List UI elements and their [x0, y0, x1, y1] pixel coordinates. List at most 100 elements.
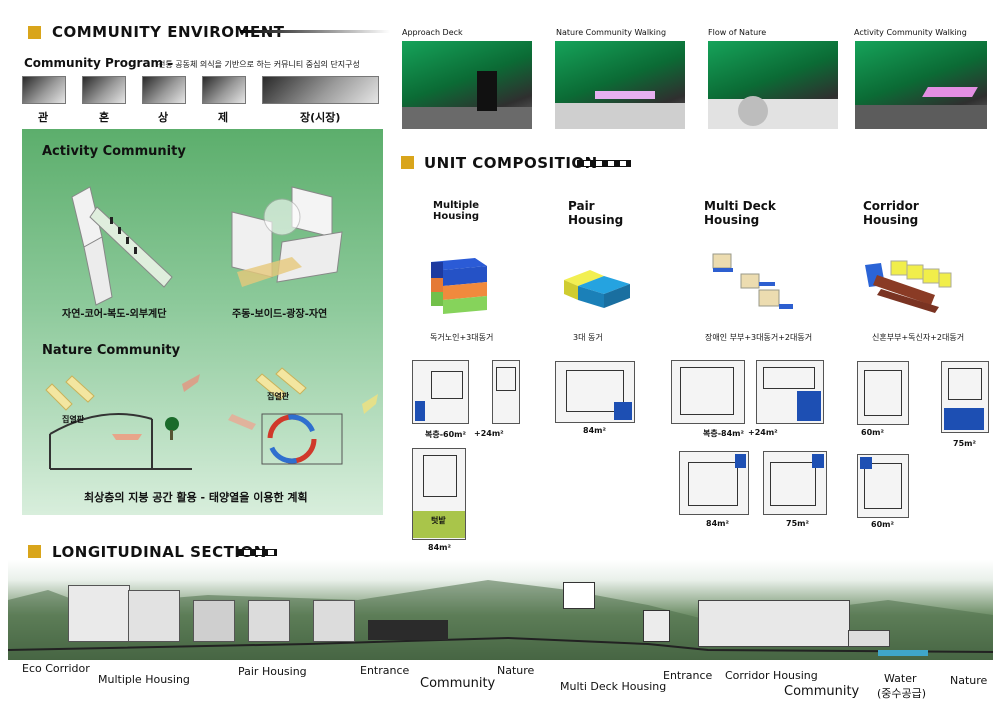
unit-caption: 3대 동거 — [573, 333, 603, 342]
multi-deck-building — [643, 610, 670, 642]
unit-area: 75m² — [786, 519, 809, 528]
section-label: (중수공급) — [877, 687, 927, 700]
unit-type-name: Corridor Housing — [863, 199, 919, 227]
entrance-structure — [368, 620, 448, 640]
unit-caption: 독거노인+3대동거 — [430, 333, 494, 342]
activity-left-caption: 자연-코어-복도-외부계단 — [62, 309, 167, 320]
longitudinal-section-title: LONGITUDINAL SECTION — [52, 543, 267, 561]
unit-area: 60m² — [871, 520, 894, 529]
section-label: Nature — [950, 674, 988, 687]
program-title: Community Program – — [24, 56, 174, 70]
activity-walking-render — [855, 41, 987, 129]
community-diagram-panel: Activity Community 자연-코어-복도-외부계단 주동-보이드-… — [22, 129, 383, 515]
floor-plan — [857, 361, 909, 425]
flow-of-nature-render — [708, 41, 838, 129]
pair-housing-building — [248, 600, 290, 642]
section-label: Multiple Housing — [98, 673, 190, 686]
photo-label: 장(시장) — [300, 111, 341, 124]
pair-housing-building — [313, 600, 355, 642]
corridor-housing-building — [698, 600, 850, 647]
section-label: Community — [784, 684, 860, 699]
ritual-photo-3 — [142, 76, 186, 104]
photo-label: 혼 — [99, 111, 110, 124]
photo-label: 제 — [218, 111, 229, 124]
view-label: Flow of Nature — [708, 28, 767, 37]
unit-area: +24m² — [474, 429, 504, 438]
unit-type-name: Pair Housing — [568, 199, 624, 227]
multiple-housing-building — [128, 590, 180, 642]
activity-right-caption: 주동-보이드-광장-자연 — [232, 309, 328, 320]
ritual-photo-2 — [82, 76, 126, 104]
unit-type-name: Multiple Housing — [433, 200, 480, 222]
nature-walking-render — [555, 41, 685, 129]
water-channel — [878, 650, 928, 656]
floor-plan — [555, 361, 635, 423]
community-building — [848, 630, 890, 647]
view-label: Nature Community Walking — [556, 28, 667, 37]
unit-area: 84m² — [428, 543, 451, 552]
community-environment-title: COMMUNITY ENVIROMENT — [52, 23, 285, 41]
unit-type-name: Multi Deck Housing — [704, 199, 776, 227]
multiple-housing-building — [68, 585, 130, 642]
multi-deck-block — [712, 253, 793, 309]
program-description: 전통 공동체 의식을 기반으로 하는 커뮤니티 중심의 단지구성 — [158, 60, 360, 69]
ritual-photo-4 — [202, 76, 246, 104]
floor-plan — [763, 451, 827, 515]
collector-label-right: 집열판 — [267, 392, 290, 401]
nature-diagram-right — [228, 367, 378, 465]
ritual-photo-1 — [22, 76, 66, 104]
floor-plan — [941, 361, 989, 433]
floor-plan — [412, 360, 469, 424]
section-label: Entrance — [663, 669, 713, 682]
section-label: Corridor Housing — [725, 669, 818, 682]
section-label: Eco Corridor — [22, 662, 90, 675]
section-marker-icon — [401, 156, 414, 169]
yard-label: 텃밭 — [431, 516, 446, 525]
section-label: Water — [884, 672, 917, 685]
corridor-housing-block — [865, 260, 952, 313]
nature-community-title: Nature Community — [42, 343, 181, 358]
unit-area: 84m² — [706, 519, 729, 528]
pair-housing-block — [564, 270, 630, 308]
unit-area: 75m² — [953, 439, 976, 448]
collector-label-left: 집열판 — [62, 415, 85, 424]
multiple-housing-block — [431, 258, 487, 314]
unit-area: 복층-84m² — [703, 429, 745, 438]
section-marker-icon — [28, 545, 41, 558]
section-label: Entrance — [360, 664, 410, 677]
section-label: Nature — [497, 664, 535, 677]
unit-area: 84m² — [583, 426, 606, 435]
view-label: Approach Deck — [402, 28, 463, 37]
unit-area: 복층-60m² — [425, 430, 467, 439]
floor-plan — [679, 451, 749, 515]
floor-plan — [492, 360, 520, 424]
section-label: Community — [420, 676, 496, 691]
section-scale-bar — [237, 549, 277, 556]
section-marker-icon — [28, 26, 41, 39]
activity-diagram-left — [71, 186, 173, 306]
section-drawing — [8, 560, 993, 660]
nature-caption: 최상층의 지붕 공간 활용 - 태양열을 이용한 계획 — [84, 491, 308, 504]
unit-area: +24m² — [748, 428, 778, 437]
activity-community-title: Activity Community — [42, 144, 186, 159]
pair-housing-building — [193, 600, 235, 642]
market-photo — [262, 76, 379, 104]
floor-plan — [756, 360, 824, 424]
multi-deck-building — [563, 582, 595, 609]
view-label: Activity Community Walking — [854, 28, 967, 37]
unit-caption: 신혼부부+독신자+2대동거 — [872, 333, 965, 342]
activity-diagram-right — [231, 186, 343, 287]
section-label: Multi Deck Housing — [560, 680, 667, 693]
unit-caption: 장애인 부부+3대동거+2대동거 — [705, 333, 813, 342]
unit-scale-bar — [577, 160, 631, 167]
photo-label: 상 — [158, 111, 169, 124]
unit-composition-title: UNIT COMPOSITION — [424, 154, 598, 172]
approach-deck-render — [402, 41, 532, 129]
floor-plan: 텃밭 — [412, 448, 466, 540]
section-label: Pair Housing — [238, 665, 307, 678]
floor-plan — [671, 360, 745, 424]
photo-label: 관 — [38, 111, 49, 124]
nature-diagram-left — [45, 374, 200, 470]
floor-plan — [857, 454, 909, 518]
title-rule — [240, 30, 390, 33]
